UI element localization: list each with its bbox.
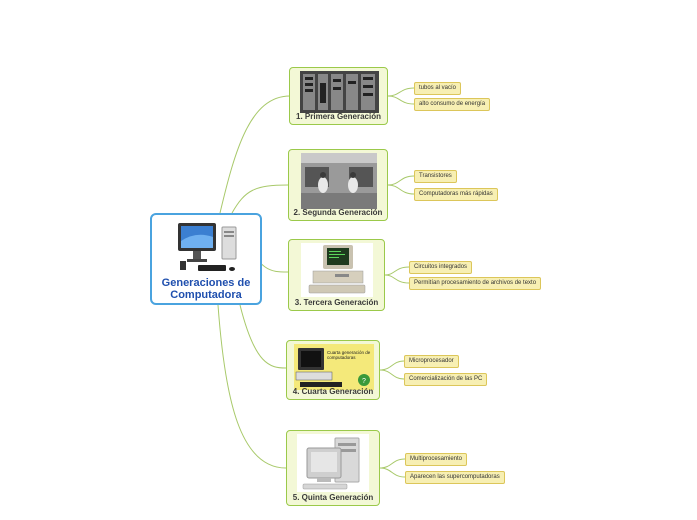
generation-label-5: 5. Quinta Generación	[292, 493, 374, 502]
generation-node-3[interactable]: 3. Tercera Generación	[288, 239, 385, 311]
root-title: Generaciones de Computadora	[161, 277, 251, 301]
leaf-4-2[interactable]: Comercialización de las PC	[404, 373, 488, 386]
leaf-1-2[interactable]: alto consumo de energía	[414, 98, 491, 111]
leaf-5-1[interactable]: Multiprocesamiento	[405, 453, 468, 466]
root-node[interactable]: Generaciones de Computadora	[150, 213, 262, 305]
desktop-computer-icon	[178, 223, 237, 271]
generation-node-5[interactable]: 5. Quinta Generación	[286, 430, 380, 506]
integrated-circuit-pc-image	[301, 243, 373, 297]
generation-label-2: 2. Segunda Generación	[293, 208, 383, 217]
vacuum-tube-computer-image	[300, 71, 379, 113]
transistor-computer-room-image	[301, 153, 377, 209]
generation-node-1[interactable]: 1. Primera Generación	[289, 67, 388, 125]
generation-label-4: 4. Cuarta Generación	[292, 387, 374, 396]
leaf-2-2[interactable]: Computadoras más rápidas	[414, 188, 498, 201]
svg-text:?: ?	[362, 378, 366, 385]
generation-node-2[interactable]: 2. Segunda Generación	[288, 149, 388, 221]
leaf-3-1[interactable]: Circuitos integrados	[409, 261, 473, 274]
leaf-5-2[interactable]: Aparecen las supercomputadoras	[405, 471, 505, 484]
leaf-1-1[interactable]: tubos al vacío	[414, 82, 462, 95]
generation-label-3: 3. Tercera Generación	[294, 298, 379, 307]
generation-label-1: 1. Primera Generación	[296, 112, 381, 121]
leaf-4-1[interactable]: Microprocesador	[404, 355, 459, 368]
leaf-2-1[interactable]: Transistores	[414, 170, 457, 183]
generation-image-caption-4: Cuarta generación de computadoras	[327, 350, 371, 360]
multiprocessing-pc-image	[297, 434, 369, 492]
microprocessor-pc-image: ? Cuarta generación de computadoras	[294, 344, 374, 390]
leaf-3-2[interactable]: Permitían procesamiento de archivos de t…	[409, 277, 542, 290]
generation-node-4[interactable]: ? Cuarta generación de computadoras 4. C…	[286, 340, 380, 400]
